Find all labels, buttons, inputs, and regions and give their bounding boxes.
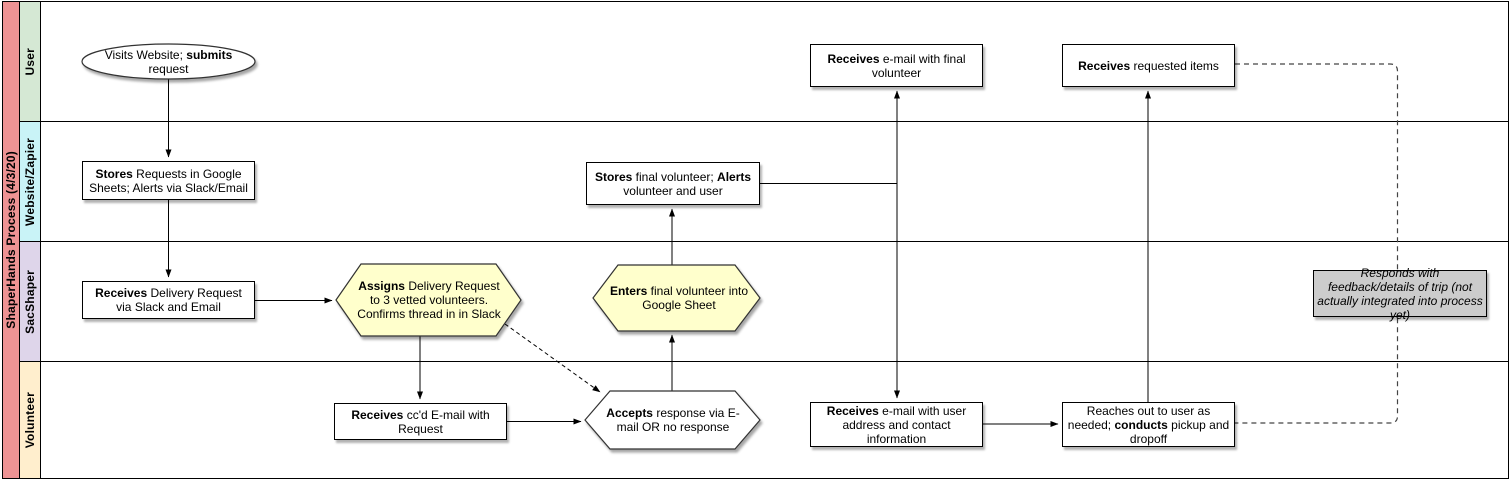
node-enters-label: Enters final volunteer into Google Sheet — [609, 283, 749, 312]
lane-divider-2 — [19, 241, 1509, 242]
shape-enters-hexagon — [592, 264, 761, 332]
node-stores-requests: Stores Requests in Google Sheets; Alerts… — [82, 161, 255, 200]
edge-assigns-to-accepts-dashed — [504, 323, 601, 393]
shape-visits-ellipse — [81, 43, 256, 80]
node-assigns-label: Assigns Delivery Request to 3 vetted vol… — [357, 279, 501, 321]
lane-divider-1 — [19, 121, 1509, 122]
node-receives-requested-items: Receives requested items — [1062, 44, 1235, 87]
node-receives-ccd-email: Receives cc'd E-mail with Request — [334, 403, 507, 440]
node-stores-final-volunteer: Stores final volunteer; Alerts volunteer… — [586, 162, 760, 205]
node-reaches-out-pickup-dropoff: Reaches out to user as needed; conducts … — [1062, 402, 1235, 447]
node-accepts-label: Accepts response via E-mail OR no respon… — [606, 406, 740, 434]
shape-assigns-hexagon — [335, 263, 522, 337]
edge-feedback-loop-dashed — [1235, 63, 1399, 424]
node-receives-delivery-request: Receives Delivery Request via Slack and … — [82, 281, 255, 319]
node-receives-email-final-volunteer: Receives e-mail with final volunteer — [810, 44, 983, 87]
node-visits-website-label: Visits Website; submits request — [104, 47, 233, 76]
lane-divider-3 — [19, 361, 1509, 362]
shape-accepts-hexagon — [584, 390, 761, 450]
node-responds-feedback-note: Responds with feedback/details of trip (… — [1313, 266, 1487, 322]
node-receives-email-user-address: Receives e-mail with user address and co… — [810, 402, 983, 447]
